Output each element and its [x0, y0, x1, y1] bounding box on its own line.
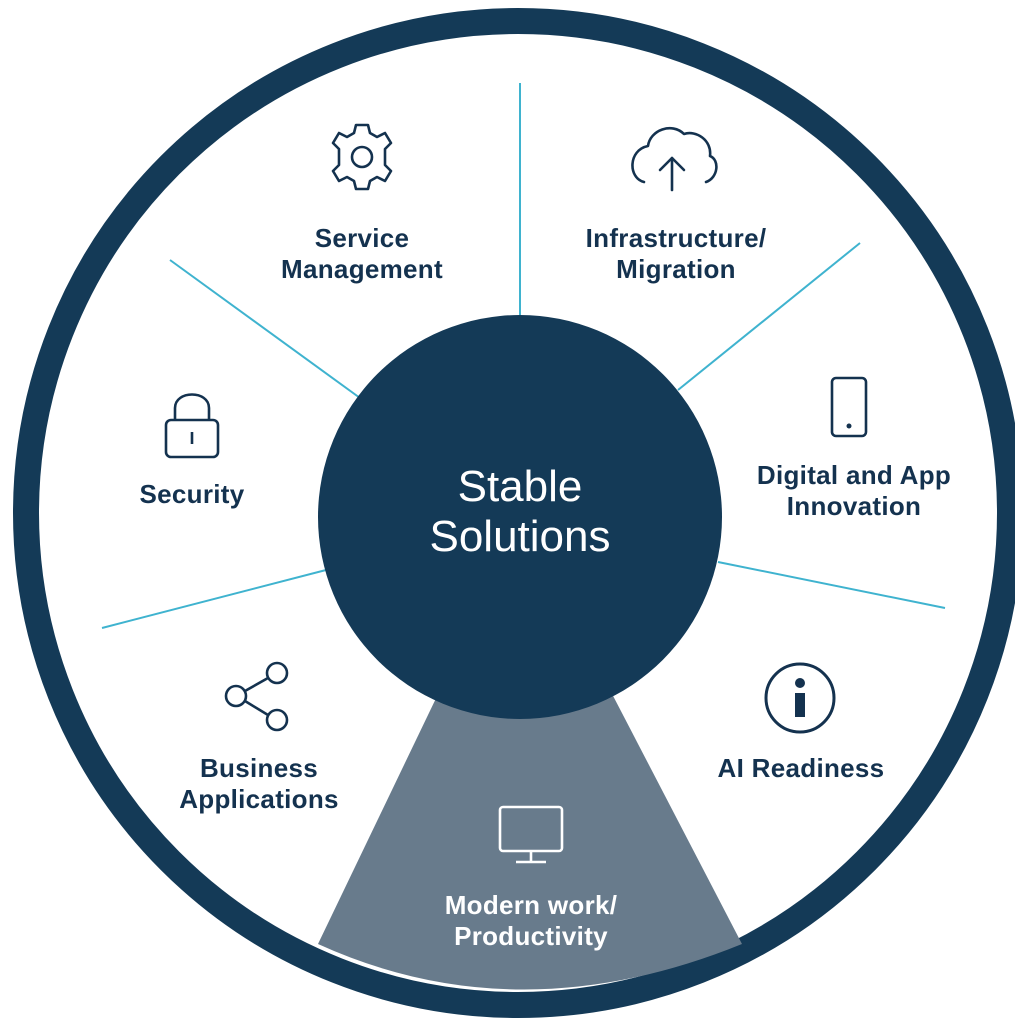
segment-label-security[interactable]: Security	[122, 479, 262, 510]
divider-line	[677, 242, 861, 391]
divider-line	[169, 259, 361, 399]
segment-label-line1: Service	[314, 223, 410, 253]
segment-label-ai-readiness[interactable]: AI Readiness	[698, 753, 904, 784]
monitor-icon	[498, 805, 564, 864]
segment-label-line1: Business	[199, 753, 318, 783]
segment-label-infrastructure-migration[interactable]: Infrastructure/ Migration	[560, 223, 792, 285]
highlight-wedge-bottom	[318, 944, 742, 990]
segment-label-line2: Productivity	[454, 921, 608, 951]
segment-label-service-management[interactable]: Service Management	[262, 223, 462, 285]
segment-label-line2: Migration	[616, 254, 736, 284]
center-title-line2: Solutions	[429, 512, 611, 561]
divider-line	[717, 561, 946, 609]
segment-label-line1: Modern work/	[444, 890, 618, 920]
segment-label-line1: Security	[139, 479, 245, 509]
center-title-line1: Stable	[457, 462, 583, 511]
gear-icon	[331, 123, 393, 191]
segment-label-line1: AI Readiness	[717, 753, 885, 783]
segment-label-line2: Innovation	[786, 491, 922, 521]
highlight-wedge	[318, 690, 742, 944]
divider-line	[101, 569, 327, 629]
cloud-upload-icon	[631, 127, 718, 192]
segment-label-modern-work-productivity[interactable]: Modern work/ Productivity	[418, 890, 644, 952]
segment-label-line2: Management	[281, 254, 443, 284]
center-title: Stable Solutions	[318, 462, 722, 562]
segment-label-line1: Infrastructure/	[585, 223, 767, 253]
segment-label-business-applications[interactable]: Business Applications	[158, 753, 360, 815]
info-icon	[764, 662, 836, 734]
segment-label-digital-app-innovation[interactable]: Digital and App Innovation	[732, 460, 976, 522]
mobile-phone-icon	[830, 376, 868, 438]
segment-label-line1: Digital and App	[756, 460, 952, 490]
share-icon	[224, 661, 289, 732]
divider-lines	[101, 83, 946, 629]
segment-label-line2: Applications	[179, 784, 339, 814]
lock-icon	[164, 393, 220, 459]
center-circle	[318, 315, 722, 719]
